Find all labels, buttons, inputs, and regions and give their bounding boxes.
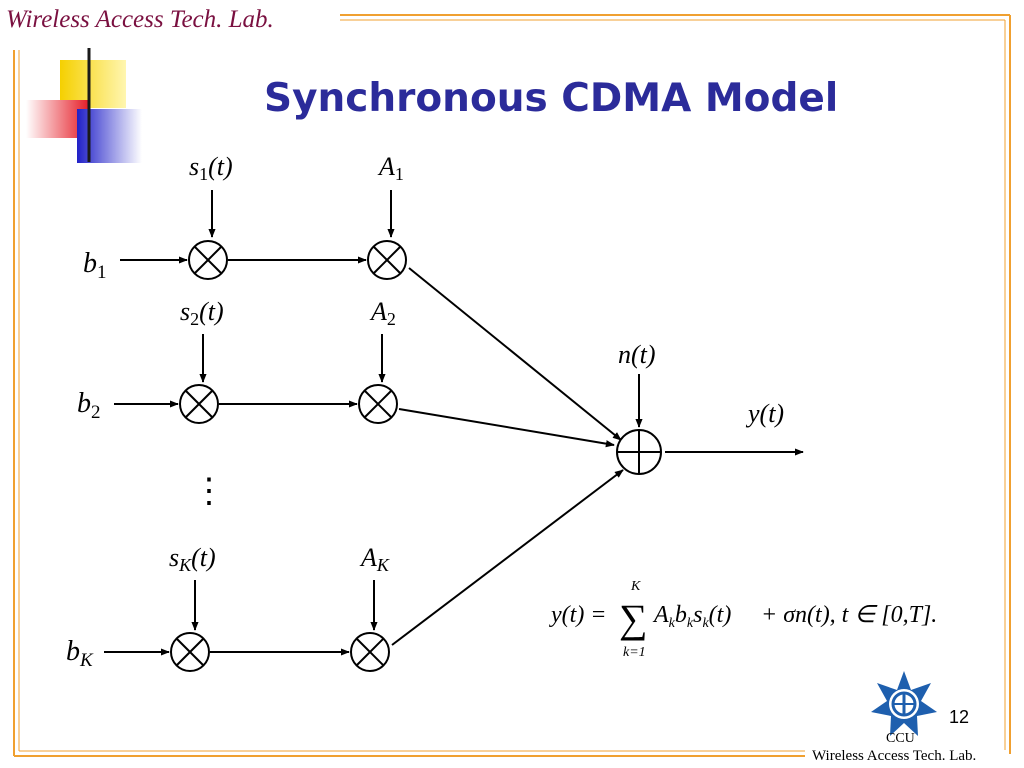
noise-label: n(t) — [618, 340, 656, 369]
arrow-row1-to-adder — [408, 267, 622, 441]
rows-ellipsis: ⋮ — [192, 473, 226, 510]
amplitude-label-ak: AK — [359, 543, 390, 575]
slide-title: Synchronous CDMA Model — [264, 76, 839, 121]
equation-lhs: y(t) = — [549, 602, 607, 628]
multiplier-icon — [367, 240, 407, 280]
amplitude-label-a2: A2 — [369, 297, 396, 329]
signature-label-s1: s1(t) — [189, 152, 233, 184]
equation-term: Akbksk(t) — [652, 602, 731, 631]
header-lab-name: Wireless Access Tech. Lab. — [6, 6, 274, 33]
row-1: b1 s1(t) A1 — [83, 152, 622, 441]
cdma-equation: y(t) = K ∑ k=1 Akbksk(t) + σn(t), t ∈ [0… — [549, 579, 937, 660]
equation-rest: + σn(t), t ∈ [0,T]. — [761, 602, 937, 628]
sum-upper-limit: K — [630, 579, 641, 594]
page-number: 12 — [949, 707, 970, 727]
decorative-blocks — [26, 48, 940, 163]
ccu-emblem-icon — [871, 671, 937, 736]
multiplier-icon — [170, 632, 210, 672]
amplitude-label-a1: A1 — [377, 152, 404, 184]
multiplier-icon — [358, 384, 398, 424]
row-k: bK sK(t) AK — [66, 469, 624, 672]
input-label-b2: b2 — [77, 388, 101, 423]
row-2: b2 s2(t) A2 — [77, 297, 615, 448]
slide-frame — [13, 14, 1011, 757]
input-label-bk: bK — [66, 636, 94, 671]
arrow-row2-to-adder — [398, 408, 615, 448]
arrow-rowk-to-adder — [391, 469, 624, 646]
footer-org: CCU — [886, 731, 915, 746]
input-label-b1: b1 — [83, 248, 107, 283]
signature-label-s2: s2(t) — [180, 297, 224, 329]
sum-symbol: ∑ — [619, 596, 648, 641]
multiplier-icon — [350, 632, 390, 672]
output-label: y(t) — [745, 399, 784, 428]
signature-label-sk: sK(t) — [169, 543, 216, 575]
multiplier-icon — [188, 240, 228, 280]
sum-lower-limit: k=1 — [623, 645, 646, 660]
adder-icon — [616, 429, 662, 475]
footer-lab-name: Wireless Access Tech. Lab. — [812, 748, 977, 764]
multiplier-icon — [179, 384, 219, 424]
